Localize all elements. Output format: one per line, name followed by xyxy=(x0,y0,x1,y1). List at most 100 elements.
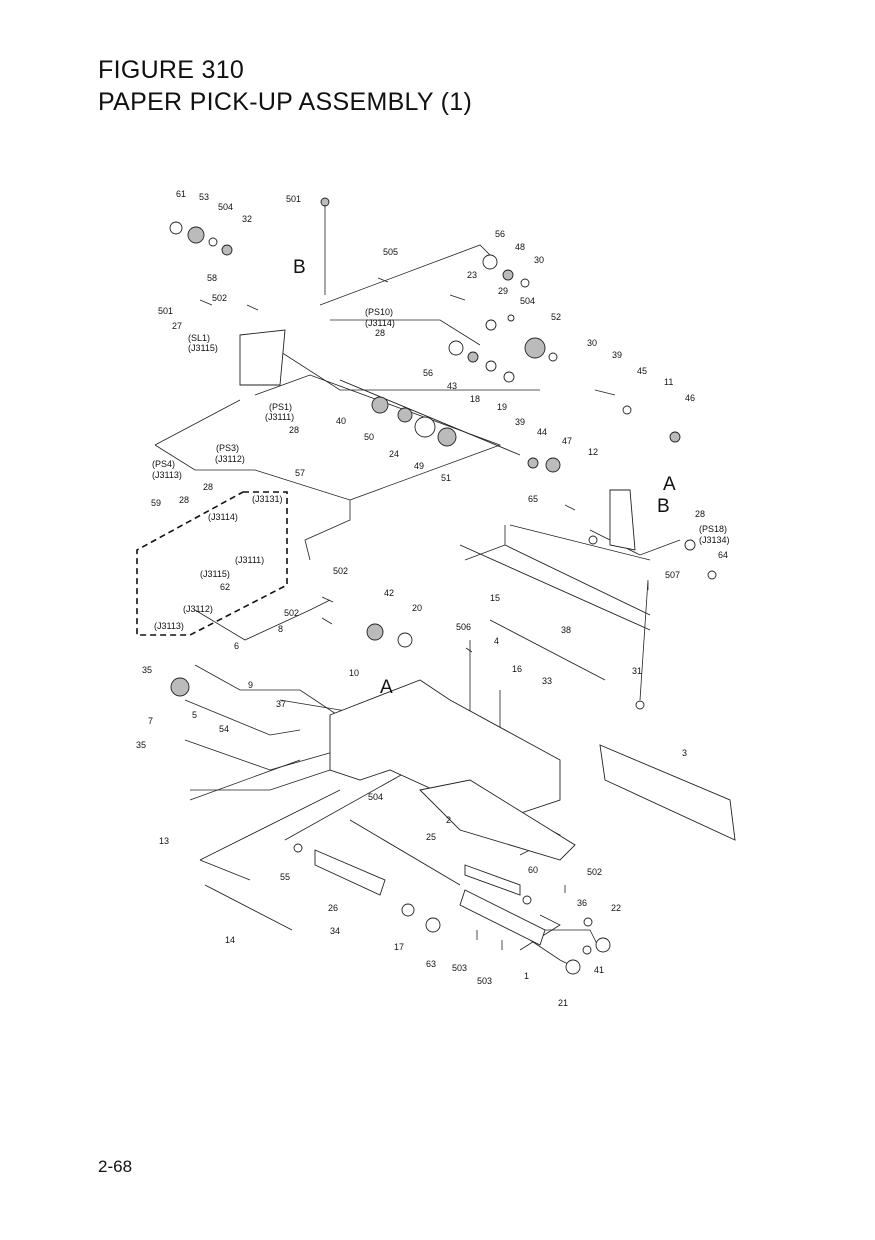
callout-label: 23 xyxy=(467,270,477,280)
callout-label: 502 xyxy=(284,608,299,618)
callout-label: (J3115) xyxy=(200,569,230,579)
assembly-outline-lines xyxy=(154,215,681,966)
callout-label: (J3113) xyxy=(154,621,184,631)
callout-label: 45 xyxy=(637,366,647,376)
callout-label: 30 xyxy=(587,338,597,348)
callout-label: 29 xyxy=(498,286,508,296)
callout-label: 62 xyxy=(220,582,230,592)
callout-label: 57 xyxy=(295,468,305,478)
callout-label: 22 xyxy=(611,903,621,913)
callout-label: 21 xyxy=(558,998,568,1008)
callout-label: 39 xyxy=(612,350,622,360)
callout-label: (J3112) xyxy=(215,454,245,464)
callout-label: 26 xyxy=(328,903,338,913)
callout-label: 44 xyxy=(537,427,547,437)
holder-1 xyxy=(459,889,546,946)
callout-label: 43 xyxy=(447,381,457,391)
callout-label: 13 xyxy=(159,836,169,846)
callout-label: 502 xyxy=(212,293,227,303)
callout-label: 15 xyxy=(490,593,500,603)
callout-labels: 61 53 504 32 501 56 48 30 505 23 29 504 … xyxy=(136,189,730,1008)
callout-label: 11 xyxy=(664,377,673,387)
callout-label: 55 xyxy=(280,872,290,882)
callout-label: 3 xyxy=(682,748,687,758)
shaft-16 xyxy=(489,619,606,681)
rod-15 xyxy=(459,544,651,631)
callout-label: 1 xyxy=(524,971,529,981)
bracket-a xyxy=(609,489,636,551)
callout-label: 501 xyxy=(286,194,301,204)
callout-label: 28 xyxy=(695,509,705,519)
callout-label: 38 xyxy=(561,625,571,635)
callout-label: (J3134) xyxy=(699,535,730,545)
callout-label: 25 xyxy=(426,832,436,842)
detail-letter-b-upper: B xyxy=(293,257,306,278)
guide-plate xyxy=(419,779,576,861)
callout-label: 30 xyxy=(534,255,544,265)
callout-label: 39 xyxy=(515,417,525,427)
callout-label: 505 xyxy=(383,247,398,257)
callout-label: 19 xyxy=(497,402,507,412)
callout-label: 50 xyxy=(364,432,374,442)
callout-label: 59 xyxy=(151,498,161,508)
callout-label: 506 xyxy=(456,622,471,632)
callout-label: 53 xyxy=(199,192,209,202)
plate-60 xyxy=(464,864,521,896)
callout-label: 37 xyxy=(276,699,286,709)
harness-14 xyxy=(204,884,293,931)
callout-label: 58 xyxy=(207,273,217,283)
callout-label: (J3131) xyxy=(252,494,283,504)
callout-label: 42 xyxy=(384,588,394,598)
detail-letter-b-right: B xyxy=(657,496,670,517)
callout-label: 49 xyxy=(414,461,424,471)
callout-label: 60 xyxy=(528,865,538,875)
callout-label: 31 xyxy=(632,666,642,676)
callout-label: 65 xyxy=(528,494,538,504)
paper-guide-3 xyxy=(599,744,736,841)
callout-label: (J3112) xyxy=(183,604,213,614)
callout-label: 61 xyxy=(176,189,186,199)
callout-label: (J3111) xyxy=(235,555,264,565)
callout-label: 9 xyxy=(248,680,253,690)
callout-label: 28 xyxy=(203,482,213,492)
screws xyxy=(199,205,649,950)
drive-bracket xyxy=(239,329,286,386)
callout-label: (PS10) xyxy=(365,307,393,317)
callout-label: 504 xyxy=(368,792,383,802)
callout-label: 14 xyxy=(225,935,235,945)
callout-label: 27 xyxy=(172,321,182,331)
harness-dashed-outline xyxy=(136,491,288,636)
callout-label: 6 xyxy=(234,641,239,651)
callout-label: 507 xyxy=(665,570,680,580)
callout-label: 5 xyxy=(192,710,197,720)
detail-letter-a-center: A xyxy=(380,677,393,698)
callout-label: 56 xyxy=(423,368,433,378)
callout-label: 503 xyxy=(477,976,492,986)
callout-label: 41 xyxy=(594,965,604,975)
callout-label: 35 xyxy=(142,665,152,675)
callout-label: 504 xyxy=(218,202,233,212)
callout-label: 2 xyxy=(446,815,451,825)
callout-label: (J3114) xyxy=(365,318,395,328)
callout-label: 64 xyxy=(718,550,728,560)
callout-label: 35 xyxy=(136,740,146,750)
callout-label: 501 xyxy=(158,306,173,316)
callout-label: 4 xyxy=(494,636,499,646)
callout-label: (PS3) xyxy=(216,443,239,453)
shaft-39 xyxy=(339,379,521,456)
callout-label: 16 xyxy=(512,664,522,674)
callout-label: 51 xyxy=(441,473,451,483)
callout-label: 8 xyxy=(278,624,283,634)
gears-and-rollers xyxy=(169,197,717,975)
callout-label: 48 xyxy=(515,242,525,252)
callout-label: 28 xyxy=(179,495,189,505)
callout-label: 63 xyxy=(426,959,436,969)
callout-label: 503 xyxy=(452,963,467,973)
callout-label: 54 xyxy=(219,724,229,734)
callout-label: 12 xyxy=(588,447,598,457)
callout-label: 34 xyxy=(330,926,340,936)
assembly-title: PAPER PICK-UP ASSEMBLY (1) xyxy=(98,88,473,116)
callout-label: 7 xyxy=(148,716,153,726)
shaft-39b xyxy=(594,389,616,396)
